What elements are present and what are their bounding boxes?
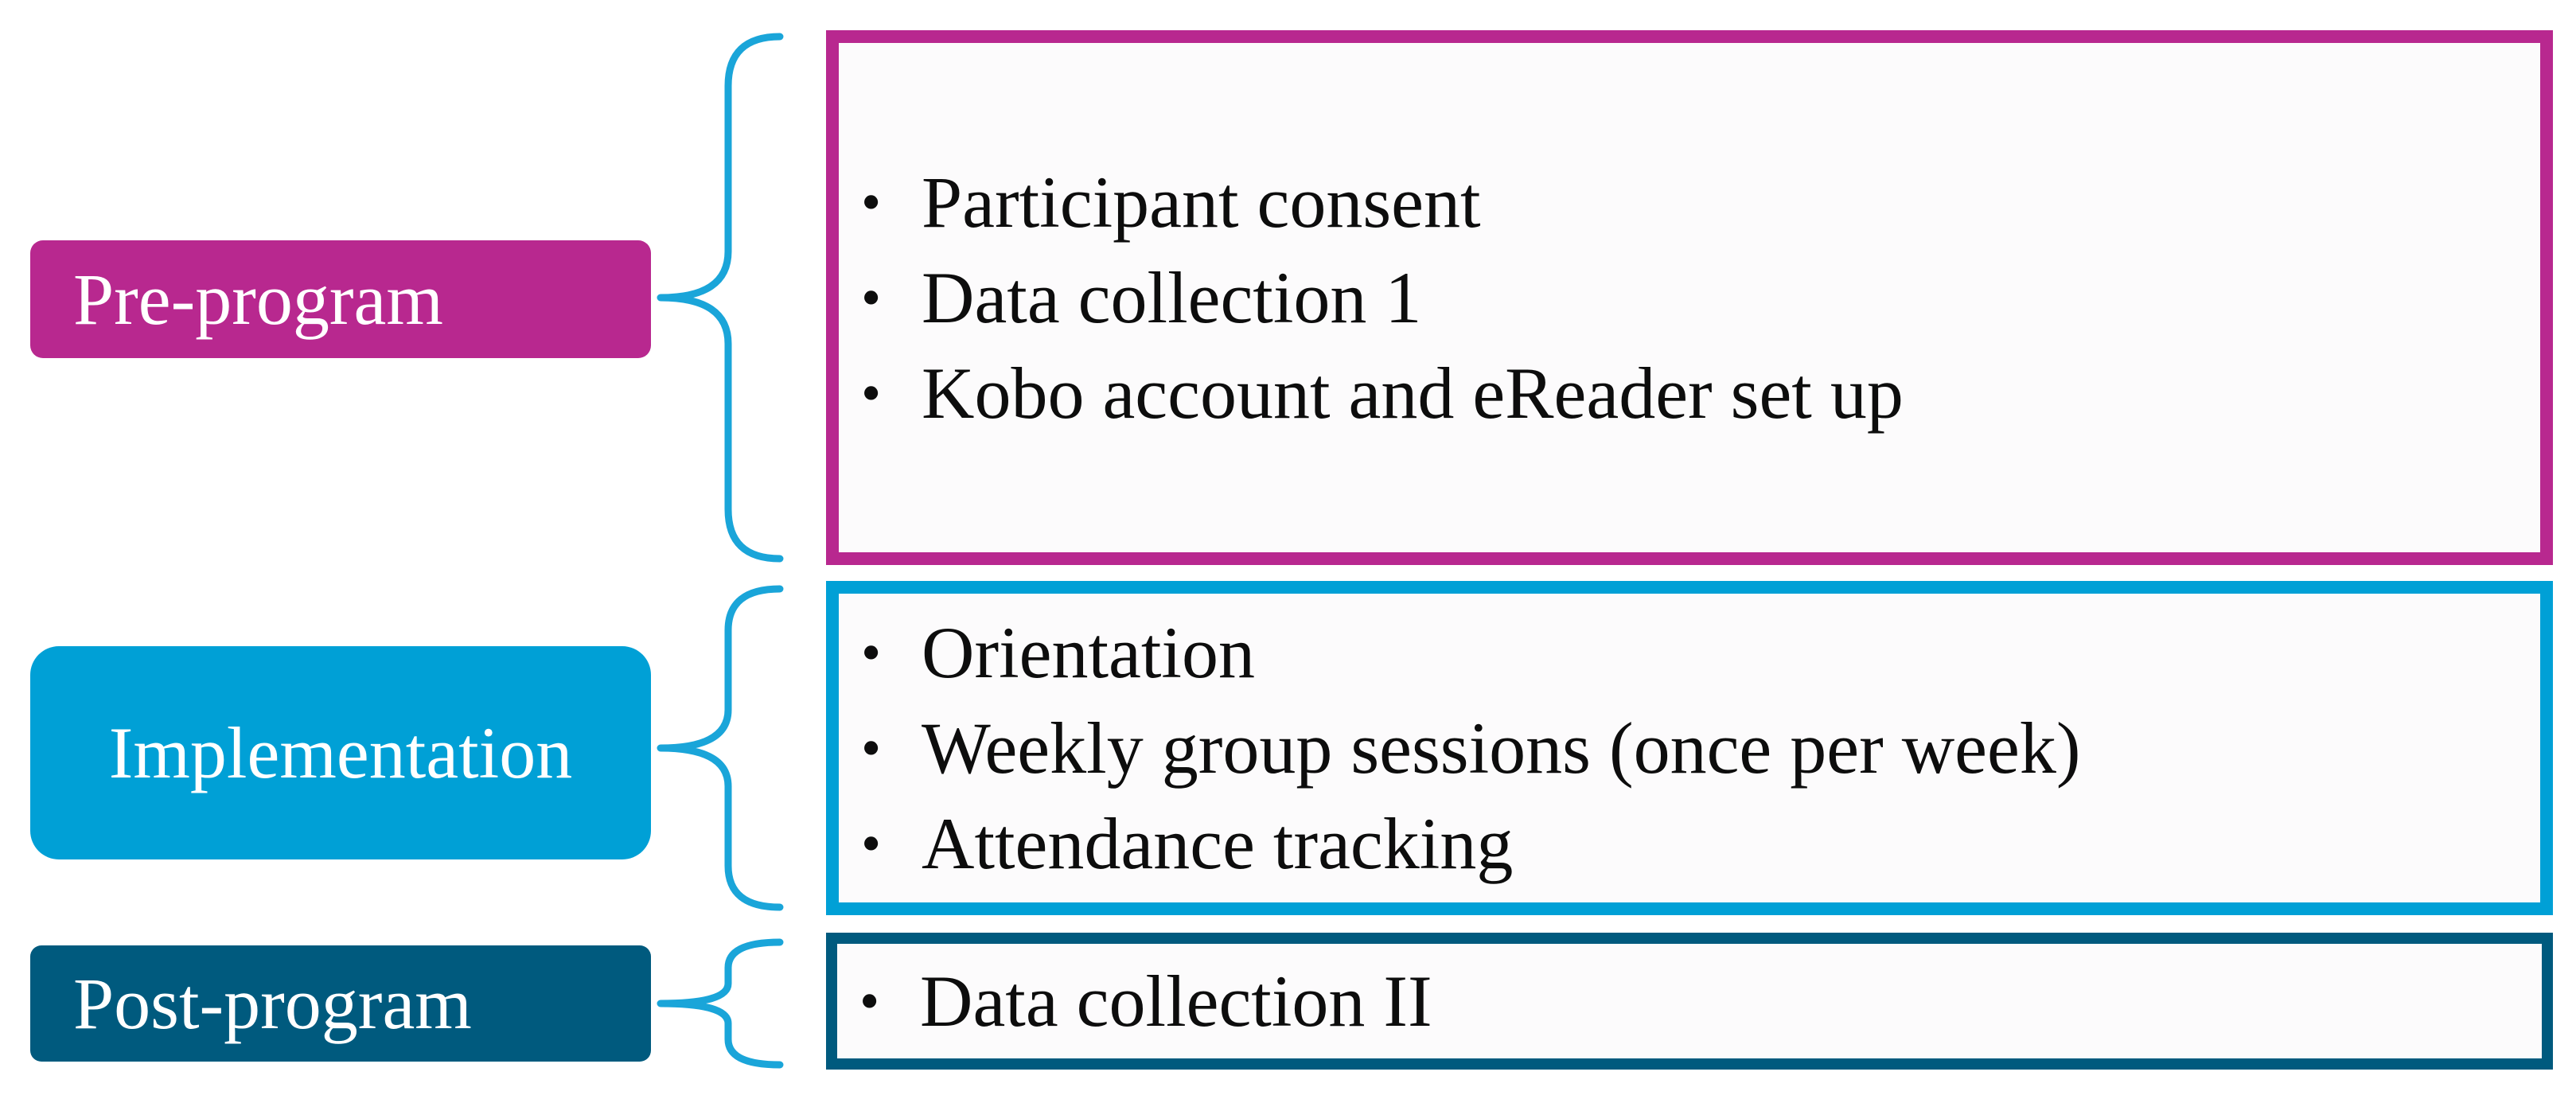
brace-post-program	[657, 938, 784, 1069]
brace-pre-program	[657, 33, 784, 563]
detail-box-post-program: Data collection II	[826, 933, 2553, 1070]
detail-box-implementation: Orientation Weekly group sessions (once …	[826, 581, 2553, 915]
detail-list-implementation: Orientation Weekly group sessions (once …	[839, 605, 2540, 891]
stage-label-pre-program: Pre-program	[30, 240, 651, 358]
brace-implementation	[657, 585, 784, 911]
list-item: Orientation	[861, 605, 2540, 700]
stage-label-implementation: Implementation	[30, 646, 651, 859]
list-item: Data collection 1	[861, 250, 2540, 345]
stage-label-post-program: Post-program	[30, 945, 651, 1062]
list-item: Attendance tracking	[861, 796, 2540, 891]
detail-box-pre-program: Participant consent Data collection 1 Ko…	[826, 30, 2553, 565]
list-item: Kobo account and eReader set up	[861, 345, 2540, 441]
stage-label-text: Post-program	[73, 963, 472, 1044]
stage-label-text: Implementation	[108, 712, 573, 793]
list-item: Participant consent	[861, 154, 2540, 250]
list-item: Weekly group sessions (once per week)	[861, 700, 2540, 796]
detail-list-pre-program: Participant consent Data collection 1 Ko…	[839, 154, 2540, 441]
list-item: Data collection II	[859, 953, 2542, 1049]
detail-list-post-program: Data collection II	[837, 953, 2542, 1049]
stage-label-text: Pre-program	[73, 259, 443, 340]
